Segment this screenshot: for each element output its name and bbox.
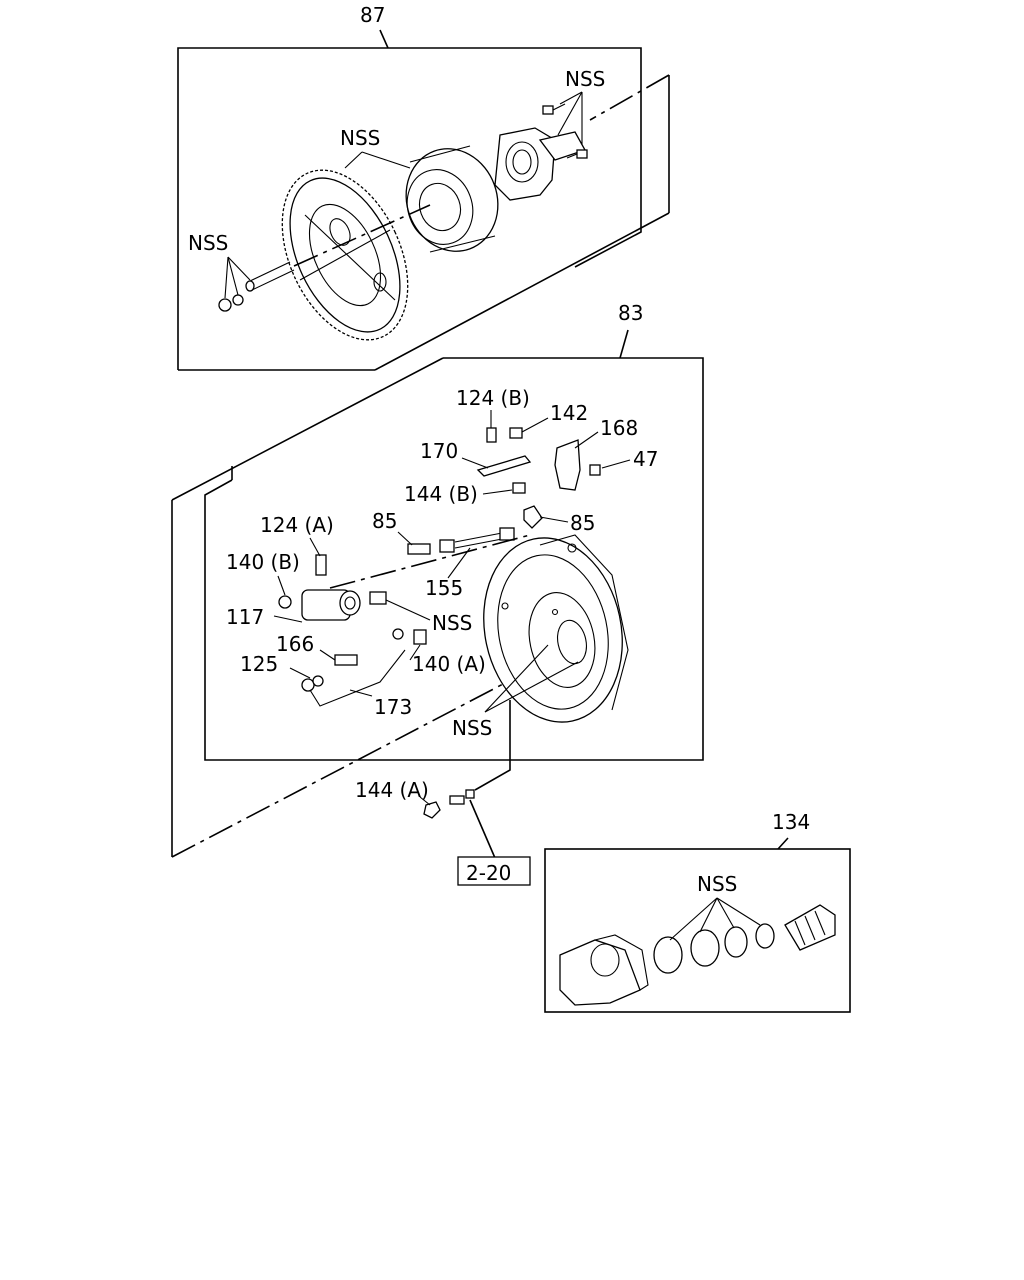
p168-label: 168	[600, 416, 638, 440]
p155-label: 155	[425, 576, 463, 600]
nut-144b	[512, 482, 526, 494]
ref-box-2-20[interactable]	[457, 856, 531, 886]
bolt-top-a	[542, 103, 566, 115]
plug-140b	[278, 595, 292, 609]
fitting-124a	[315, 554, 327, 576]
p117-label: 117	[226, 605, 264, 629]
bolt-166	[334, 654, 358, 666]
fitting-142	[509, 427, 523, 439]
seal-ring-b	[690, 929, 720, 967]
bolt-140a	[392, 628, 427, 645]
p170-label: 170	[420, 439, 458, 463]
bracket-173	[309, 649, 406, 707]
elbow-85-right	[523, 505, 543, 529]
nss-top-left-label: NSS	[188, 231, 228, 255]
gear-part	[281, 169, 409, 341]
nss-middle-label: NSS	[432, 611, 472, 635]
stud-part	[449, 795, 465, 805]
group-134: 134 NSS	[544, 810, 851, 1013]
nss-lower-label: NSS	[452, 716, 492, 740]
flange-part	[494, 127, 586, 201]
washer-125	[301, 675, 324, 692]
union-85-left	[407, 543, 431, 555]
nss-bottom-label: NSS	[697, 872, 737, 896]
group-87-label: 87	[360, 3, 385, 27]
ref-box-label[interactable]: 2-20	[466, 861, 511, 885]
p140b-label: 140 (B)	[226, 550, 300, 574]
solenoid-117	[301, 534, 531, 621]
fitting-124b	[486, 410, 497, 443]
pipe-155	[439, 527, 515, 553]
group-83: 83 124 (B) 142 1	[171, 301, 704, 858]
p144b-label: 144 (B)	[404, 482, 478, 506]
pin-part	[218, 204, 431, 312]
boot-part	[784, 904, 836, 951]
bolt-47	[589, 464, 601, 476]
connector-nss	[369, 591, 387, 605]
p85-left-label: 85	[372, 509, 397, 533]
nss-top-right-label: NSS	[565, 67, 605, 91]
p85-right-label: 85	[570, 511, 595, 535]
hub-part	[405, 145, 499, 253]
p166-label: 166	[276, 632, 314, 656]
seal-ring-c	[724, 926, 748, 958]
nut-144a	[423, 801, 441, 819]
bracket-168	[554, 439, 581, 491]
lower-connection: 144 (A) 2-20	[355, 700, 531, 886]
group-83-label: 83	[618, 301, 643, 325]
p47-label: 47	[633, 447, 658, 471]
bolt-top-b	[566, 149, 588, 159]
seal-ring-d	[755, 923, 775, 949]
p144a-label: 144 (A)	[355, 778, 429, 802]
gasket-170	[476, 455, 532, 477]
p124a-label: 124 (A)	[260, 513, 334, 537]
group-87: 87	[177, 3, 670, 371]
nss-top-middle-label: NSS	[340, 126, 380, 150]
p124b-label: 124 (B)	[456, 386, 530, 410]
seal-ring-a	[653, 936, 683, 974]
p125-label: 125	[240, 652, 278, 676]
housing-134	[559, 934, 649, 1006]
group-134-label: 134	[772, 810, 810, 834]
p140a-label: 140 (A)	[412, 652, 486, 676]
p173-label: 173	[374, 695, 412, 719]
p142-label: 142	[550, 401, 588, 425]
